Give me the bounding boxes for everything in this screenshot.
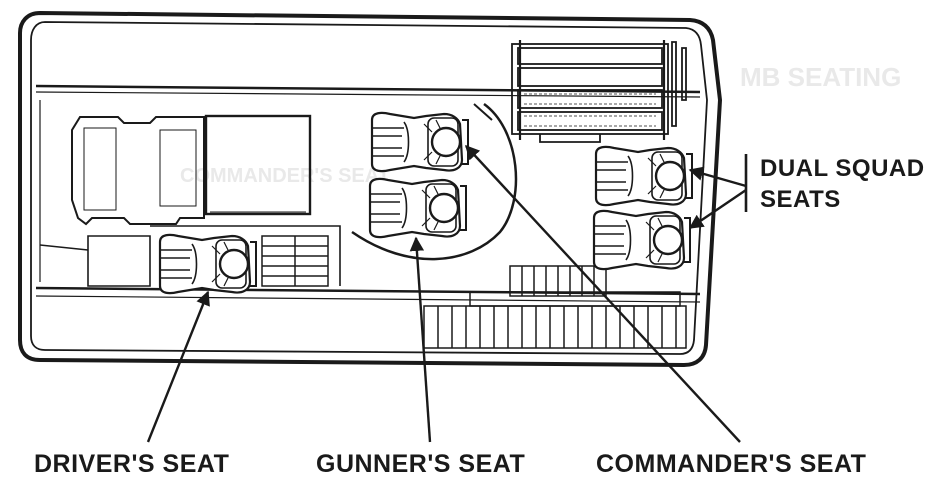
turret-ring xyxy=(351,102,518,261)
dual-squad-seats-label-line2: SEATS xyxy=(760,186,841,213)
hull-interior-lines xyxy=(35,84,701,303)
squad-leader-line-lower xyxy=(688,189,747,229)
storage-slats xyxy=(423,265,687,349)
squad-leader-line-upper xyxy=(688,166,747,188)
squad-seat-figure-upper xyxy=(594,145,694,207)
bleed-through-text-top: MB SEATING xyxy=(740,62,902,92)
hull-outline xyxy=(18,10,723,368)
dual-squad-seats-label-line1: DUAL SQUAD xyxy=(760,155,925,182)
squad-seat-figure-lower xyxy=(592,209,692,271)
driver-compartment xyxy=(39,225,341,287)
gunner-figure xyxy=(368,177,468,239)
bleed-through-text-center: COMMANDER'S SEAT xyxy=(180,165,390,187)
turret-ring-top xyxy=(473,103,493,121)
engine-block xyxy=(71,114,312,226)
commander-leader-line xyxy=(465,144,741,443)
gunners-seat-label: GUNNER'S SEAT xyxy=(316,450,526,478)
hull-inner-outline xyxy=(30,21,708,355)
commanders-seat-label: COMMANDER'S SEAT xyxy=(596,450,867,478)
drivers-seat-label: DRIVER'S SEAT xyxy=(34,450,230,478)
ammo-rack xyxy=(511,40,687,143)
driver-figure xyxy=(158,233,258,295)
commander-figure xyxy=(370,111,470,173)
gunner-leader-line xyxy=(409,236,432,443)
driver-console xyxy=(261,235,329,287)
driver-leader-line xyxy=(146,290,210,443)
